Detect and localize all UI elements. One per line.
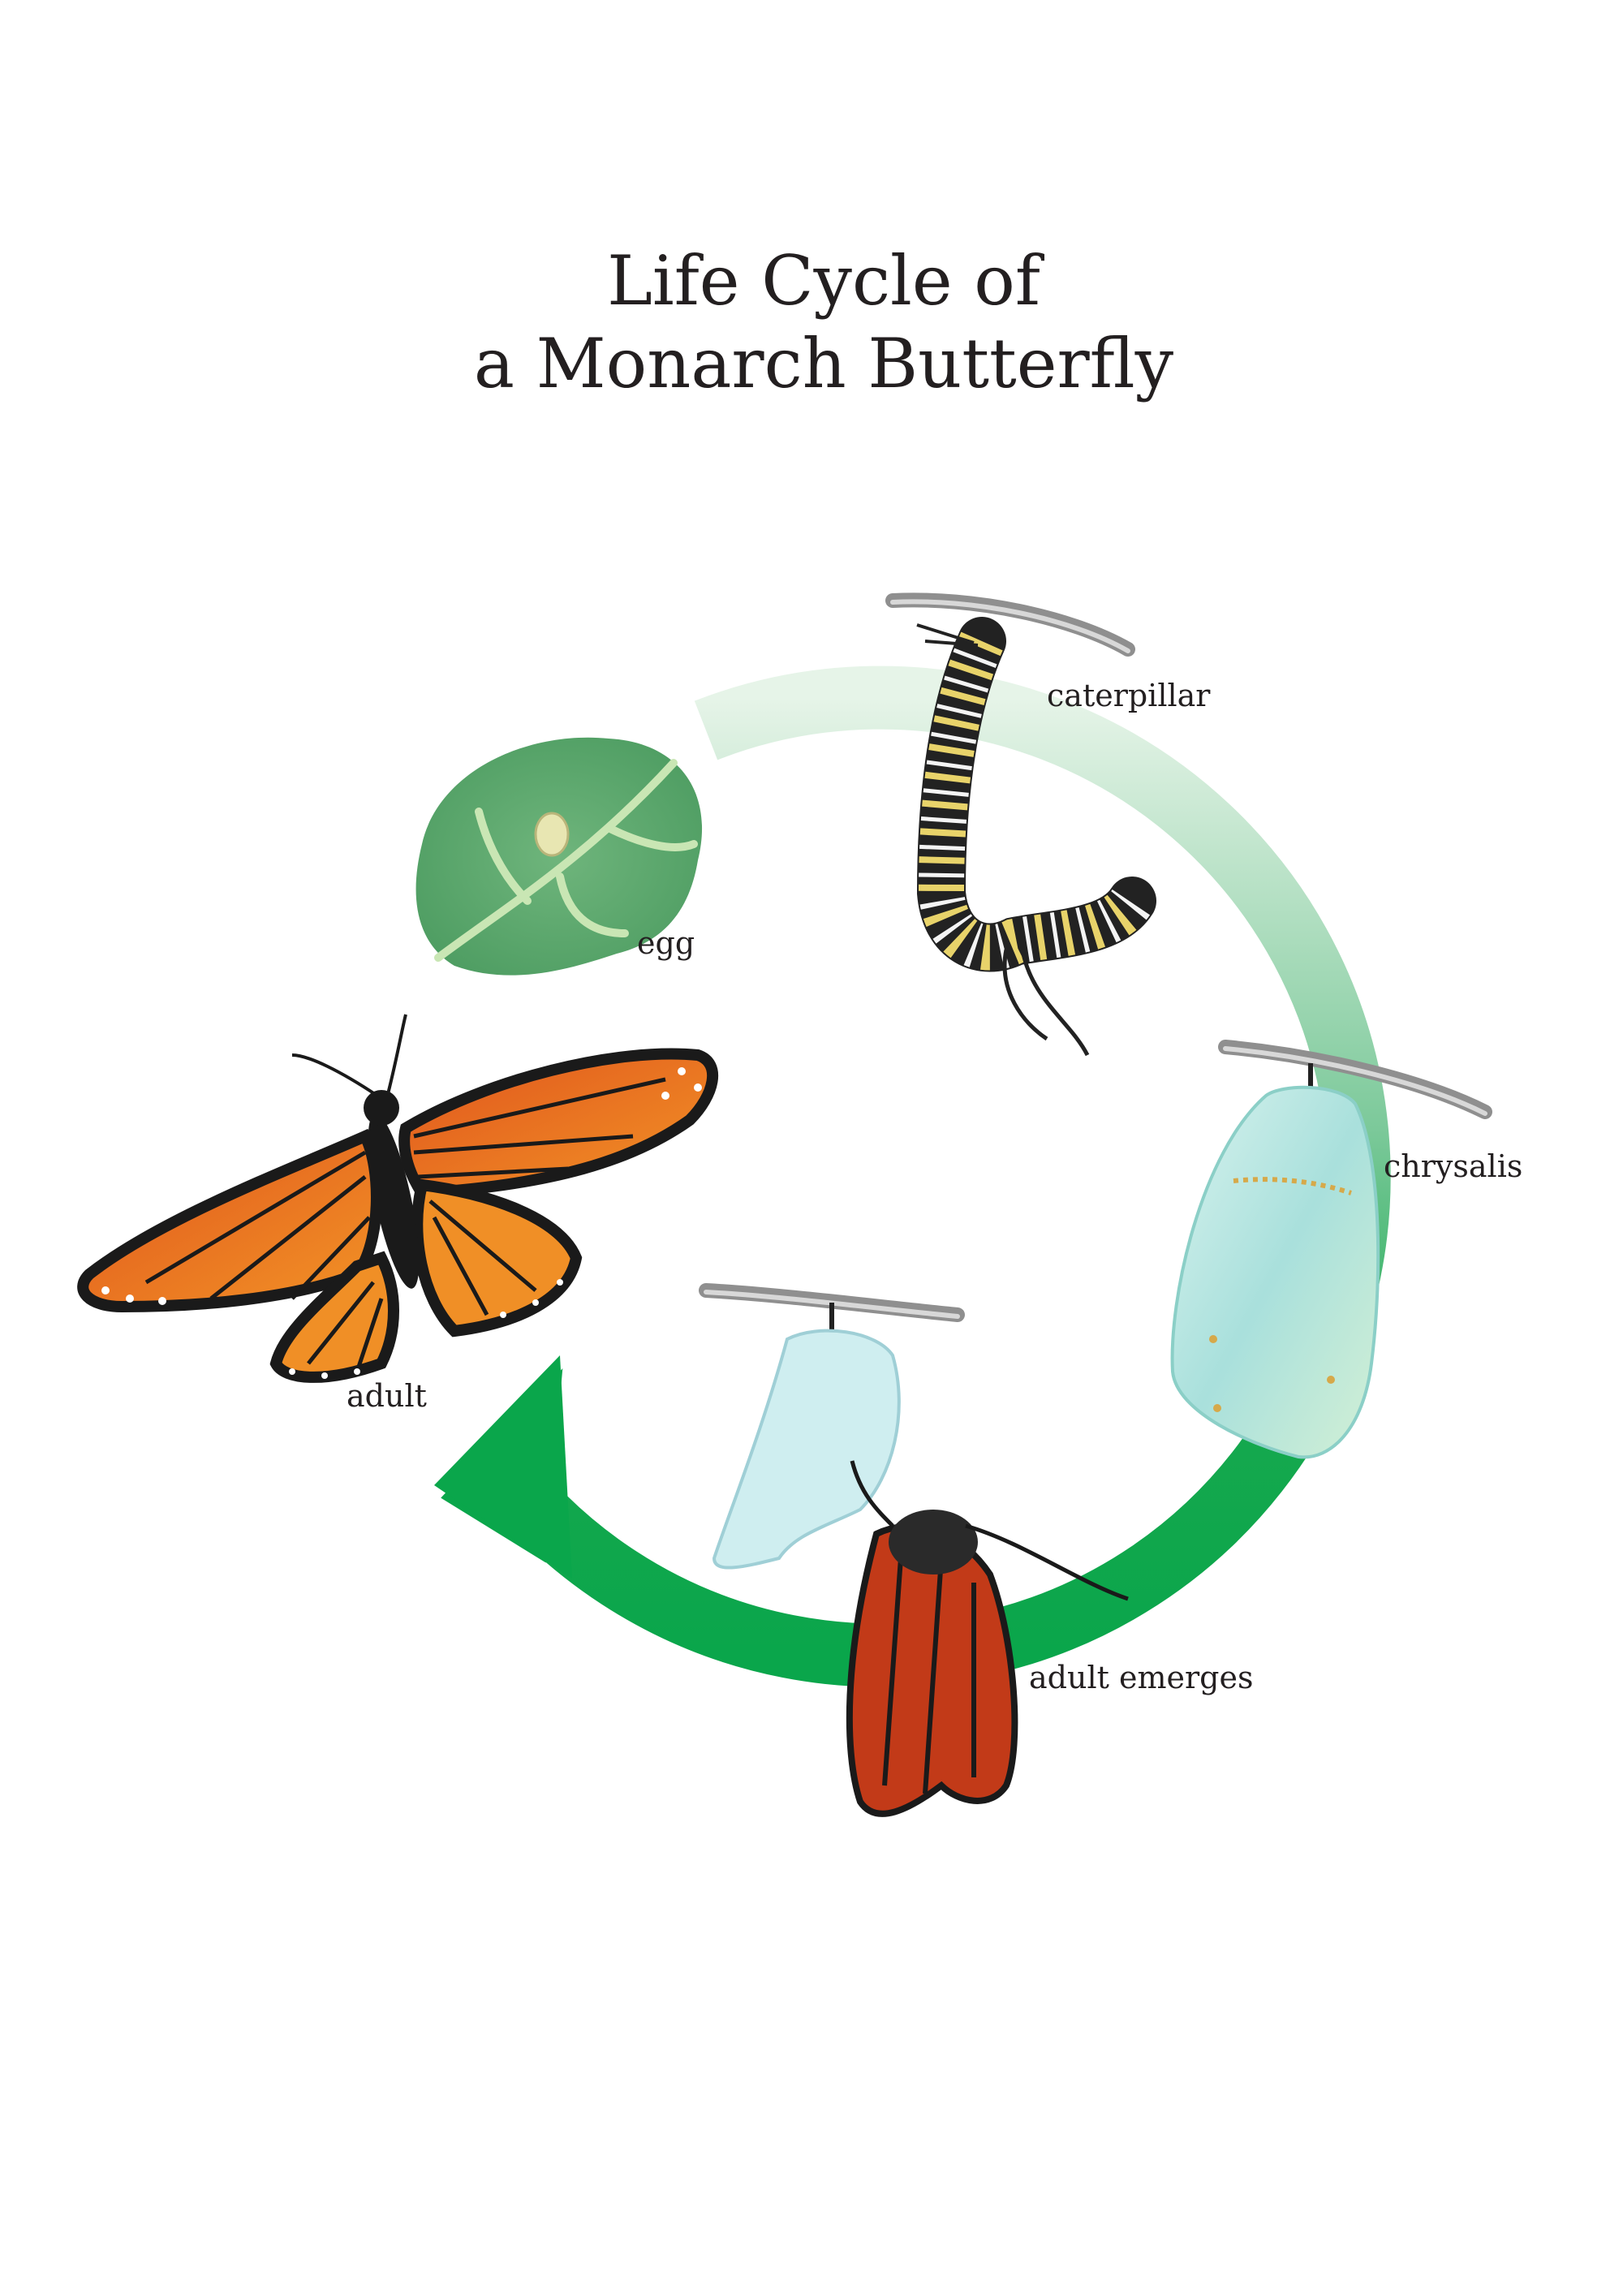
title-line-2: a Monarch Butterfly — [473, 324, 1174, 403]
caterpillar-illustration — [885, 592, 1156, 1057]
chrysalis-illustration — [1170, 1040, 1492, 1459]
stage-label-caterpillar: caterpillar — [1047, 678, 1211, 713]
stage-label-adult-emerges: adult emerges — [1029, 1660, 1254, 1695]
egg-icon — [534, 812, 570, 857]
stage-label-chrysalis: chrysalis — [1384, 1148, 1523, 1184]
adult-butterfly-illustration — [77, 1014, 718, 1383]
adult-emerges-illustration — [699, 1283, 1129, 1817]
diagram-title: Life Cycle of a Monarch Butterfly — [0, 239, 1623, 405]
egg-leaf-illustration — [415, 737, 703, 976]
stage-label-adult: adult — [347, 1378, 427, 1414]
title-line-1: Life Cycle of — [607, 241, 1040, 321]
stage-label-egg: egg — [637, 925, 695, 961]
